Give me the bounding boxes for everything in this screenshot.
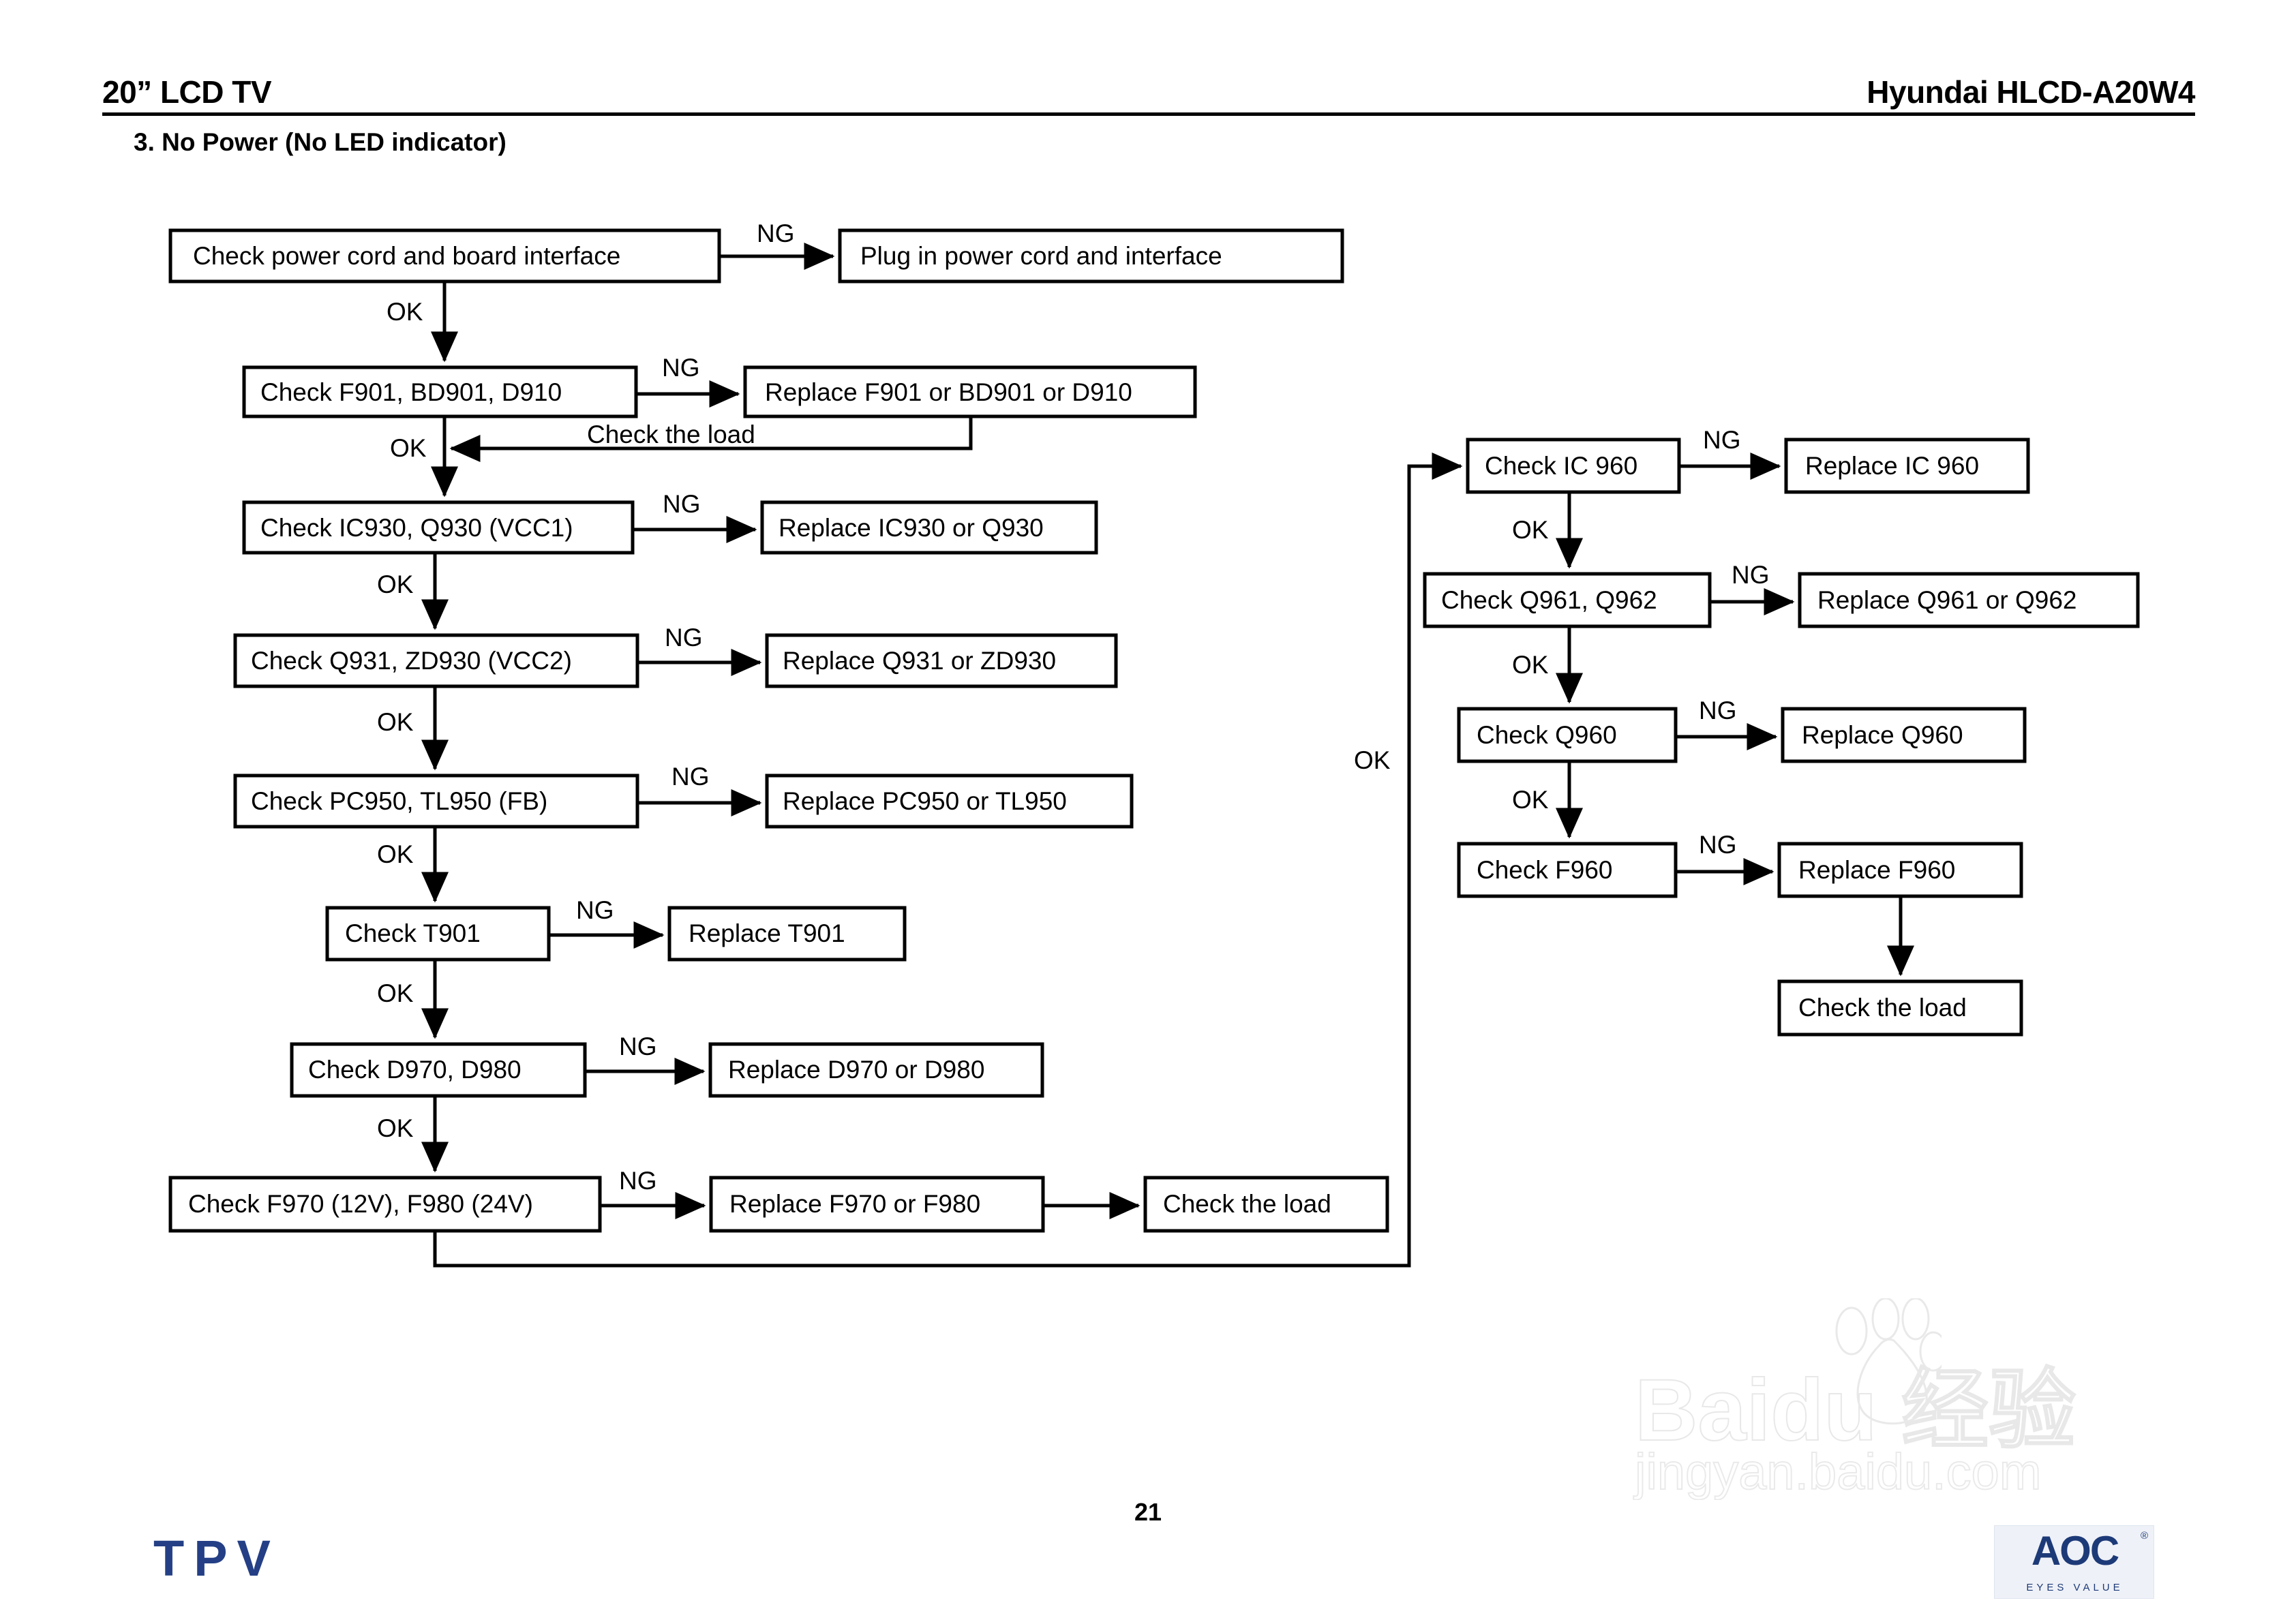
flow-node-check-f901[interactable]: Check F901, BD901, D910: [242, 365, 638, 418]
edge-label-ng: NG: [663, 490, 701, 518]
flow-node-replace-f970[interactable]: Replace F970 or F980: [709, 1176, 1045, 1233]
flow-node-replace-f901[interactable]: Replace F901 or BD901 or D910: [743, 365, 1197, 418]
flow-node-label: Replace Q960: [1802, 721, 1963, 749]
flow-node-check-f970[interactable]: Check F970 (12V), F980 (24V): [168, 1176, 602, 1233]
edge-label-ok: OK: [1512, 516, 1549, 544]
header-divider-rule: [102, 112, 2195, 116]
aoc-wordmark-text: AOC: [2031, 1528, 2119, 1574]
flow-node-plug-in-power-cord[interactable]: Plug in power cord and interface: [838, 228, 1344, 284]
edge-label-ok: OK: [377, 840, 414, 868]
flow-node-label: Replace PC950 or TL950: [783, 787, 1067, 815]
flow-node-check-t901[interactable]: Check T901: [325, 906, 551, 962]
edge-label-ok: OK: [1512, 786, 1549, 814]
flow-node-label: Replace F901 or BD901 or D910: [765, 378, 1132, 406]
edge-label-ok: OK: [377, 1114, 414, 1142]
flow-node-check-load-bottom[interactable]: Check the load: [1143, 1176, 1389, 1233]
flow-node-label: Check IC930, Q930 (VCC1): [260, 514, 573, 542]
flow-node-replace-t901[interactable]: Replace T901: [667, 906, 907, 962]
flow-node-label: Check the load: [1163, 1190, 1331, 1218]
flow-node-label: Plug in power cord and interface: [860, 242, 1222, 270]
flow-node-check-ic960[interactable]: Check IC 960: [1466, 438, 1681, 494]
flow-node-replace-q961[interactable]: Replace Q961 or Q962: [1798, 572, 2140, 628]
flow-node-label: Check F960: [1477, 856, 1613, 884]
flow-node-check-pc950[interactable]: Check PC950, TL950 (FB): [233, 774, 639, 829]
header-right-title: Hyundai HLCD-A20W4: [1867, 74, 2195, 110]
flow-node-label: Check Q960: [1477, 721, 1617, 749]
page-number: 21: [1134, 1498, 1162, 1526]
edge-label-ng: NG: [671, 763, 710, 791]
flow-node-label: Replace F970 or F980: [729, 1190, 980, 1218]
flow-node-label: Check F970 (12V), F980 (24V): [188, 1190, 533, 1218]
edge-label-ok: OK: [377, 570, 414, 598]
flow-node-replace-ic960[interactable]: Replace IC 960: [1784, 438, 2030, 494]
flow-node-label: Check F901, BD901, D910: [260, 378, 562, 406]
flow-node-check-d970[interactable]: Check D970, D980: [290, 1042, 587, 1098]
edge-label-ng: NG: [1732, 561, 1770, 589]
edge-label-ok: OK: [387, 298, 423, 326]
flow-node-check-q931[interactable]: Check Q931, ZD930 (VCC2): [233, 633, 639, 688]
flow-node-label: Replace F960: [1798, 856, 1955, 884]
edge-ok-transfer-to-right-column: [433, 453, 1463, 1268]
flow-node-check-f960[interactable]: Check F960: [1457, 842, 1678, 898]
flow-node-label: Check Q961, Q962: [1441, 586, 1657, 614]
flow-node-check-power-cord[interactable]: Check power cord and board interface: [168, 228, 721, 284]
flow-node-label: Replace IC930 or Q930: [779, 514, 1044, 542]
flow-node-label: Check Q931, ZD930 (VCC2): [251, 647, 572, 675]
flow-node-replace-q960[interactable]: Replace Q960: [1781, 707, 2027, 763]
flow-node-replace-ic930[interactable]: Replace IC930 or Q930: [760, 500, 1098, 555]
edge-label-ng: NG: [619, 1032, 657, 1060]
aoc-tagline-text: EYES VALUE: [2026, 1582, 2124, 1593]
flow-node-label: Replace Q931 or ZD930: [783, 647, 1056, 675]
flow-node-label: Check D970, D980: [308, 1056, 522, 1084]
aoc-registered-mark: ®: [2140, 1530, 2148, 1542]
flow-node-label: Check power cord and board interface: [193, 242, 620, 270]
edge-label-ng: NG: [576, 896, 614, 924]
flow-node-replace-q931[interactable]: Replace Q931 or ZD930: [765, 633, 1118, 688]
edge-feedback-check-load: [449, 416, 973, 462]
edge-label-ng: NG: [665, 624, 703, 652]
edge-label-ng: NG: [1699, 697, 1737, 724]
flow-node-check-q960[interactable]: Check Q960: [1457, 707, 1678, 763]
flow-node-label: Replace IC 960: [1805, 452, 1979, 480]
edge-label-ok: OK: [377, 708, 414, 736]
edge-label-ng: NG: [662, 354, 700, 382]
aoc-logo: AOC ® EYES VALUE: [1994, 1525, 2154, 1599]
edge-label-ok: OK: [377, 979, 414, 1007]
flow-node-label: Check the load: [1798, 994, 1967, 1022]
page-header: 20” LCD TV Hyundai HLCD-A20W4: [102, 74, 2195, 114]
flow-node-replace-pc950[interactable]: Replace PC950 or TL950: [765, 774, 1134, 829]
flow-node-label: Replace D970 or D980: [728, 1056, 984, 1084]
flow-node-label: Replace T901: [689, 919, 845, 947]
flow-node-label: Check T901: [345, 919, 481, 947]
flow-node-label: Replace Q961 or Q962: [1817, 586, 2077, 614]
flow-node-check-load-right[interactable]: Check the load: [1777, 979, 2023, 1037]
flow-node-check-q961[interactable]: Check Q961, Q962: [1423, 572, 1712, 628]
edge-label-ok: OK: [1512, 651, 1549, 679]
tpv-logo: TPV: [153, 1530, 280, 1587]
edge-label-ng: NG: [1703, 426, 1741, 454]
edge-label-ok-transfer: OK: [1354, 746, 1391, 774]
header-left-title: 20” LCD TV: [102, 74, 272, 110]
edge-label-ok: OK: [390, 434, 427, 462]
edge-label-ng: NG: [1699, 831, 1737, 859]
flow-node-replace-d970[interactable]: Replace D970 or D980: [708, 1042, 1044, 1098]
edge-label-ng: NG: [757, 219, 795, 247]
section-heading: 3. No Power (No LED indicator): [134, 128, 507, 156]
edge-label-ng: NG: [619, 1167, 657, 1195]
flow-node-check-ic930[interactable]: Check IC930, Q930 (VCC1): [242, 500, 635, 555]
edge-label-check-the-load: Check the load: [587, 420, 755, 448]
flow-node-label: Check IC 960: [1485, 452, 1637, 480]
flow-node-replace-f960[interactable]: Replace F960: [1777, 842, 2023, 898]
flow-node-label: Check PC950, TL950 (FB): [251, 787, 547, 815]
